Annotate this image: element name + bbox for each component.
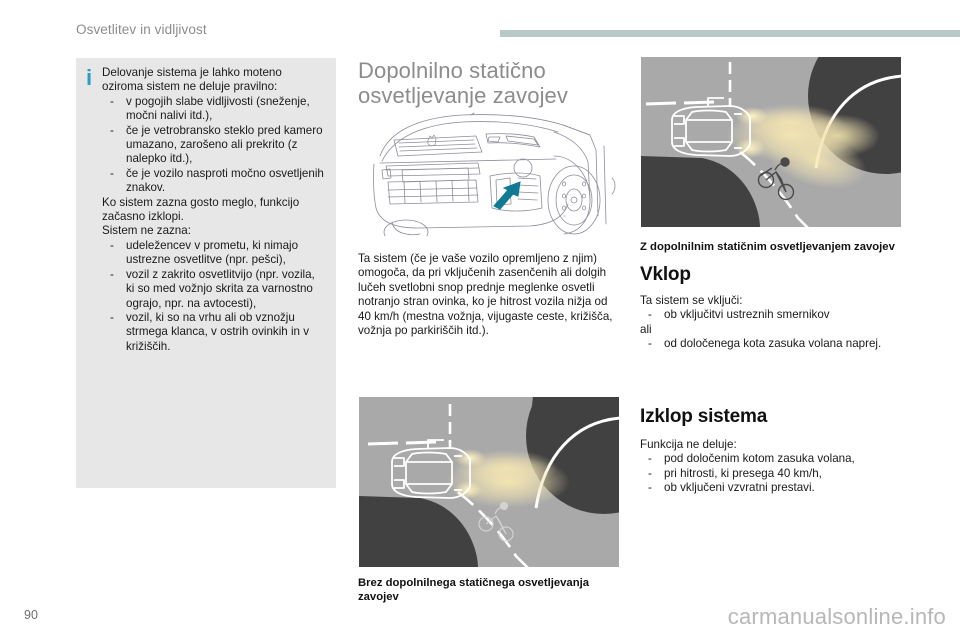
info-note: Ko sistem zazna gosto meglo, funkcijo za…: [102, 195, 300, 224]
info-box-text: Delovanje sistema je lahko moteno ozirom…: [102, 66, 324, 354]
info-callout-box: i Delovanje sistema je lahko moteno ozir…: [76, 58, 336, 488]
middle-figure-caption-wrap: Brez dopolnilnega statičnega osvetljevan…: [358, 576, 620, 604]
list-item: - če je vetrobransko steklo pred kamero …: [102, 124, 324, 167]
izklop-intro: Funkcija ne deluje:: [640, 438, 737, 451]
page-number: 90: [24, 608, 38, 622]
list-item: - vozil z zakrito osvetlitvijo (npr. voz…: [102, 268, 324, 311]
list-item-label: udeležencev v prometu, ki nimajo ustrezn…: [126, 238, 299, 267]
vklop-or: ali: [640, 322, 652, 336]
right-column: Z dopolnilnim statičnim osvetljevanjem z…: [640, 240, 904, 352]
night-junction-without-cornering-light: [358, 396, 620, 568]
list-item-label: pri hitrosti, ki presega 40 km/h,: [664, 466, 822, 480]
dash-marker: -: [648, 452, 652, 466]
list-item: - ob vključitvi ustreznih smernikov: [640, 308, 904, 322]
header-rule: [500, 30, 960, 37]
list-item: - vozil, ki so na vrhu ali ob vznožju st…: [102, 311, 324, 354]
heading-vklop: Vklop: [640, 264, 691, 285]
running-head: Osvetlitev in vidljivost: [76, 22, 207, 37]
list-item-label: od določenega kota zasuka volana naprej.: [664, 337, 882, 351]
vklop-bullets-2: - od določenega kota zasuka volana napre…: [640, 337, 904, 351]
night-junction-with-cornering-light: [640, 56, 902, 228]
section-title-line-2: osvetljevanje zavojev: [358, 83, 568, 108]
dash-marker: -: [648, 337, 652, 351]
list-item-label: če je vozilo nasproti močno osvetljenih …: [126, 166, 324, 195]
dash-marker: -: [110, 123, 114, 137]
izklop-bullets: - pod določenim kotom zasuka volana, - p…: [640, 452, 904, 495]
dash-marker: -: [110, 166, 114, 180]
site-watermark: carmanualsonline.info: [727, 604, 946, 629]
info-intro: Delovanje sistema je lahko moteno ozirom…: [102, 66, 282, 94]
dash-marker: -: [648, 466, 652, 480]
dash-marker: -: [110, 94, 114, 108]
list-item: - od določenega kota zasuka volana napre…: [640, 337, 904, 351]
heading-izklop-sistema: Izklop sistema: [640, 406, 768, 427]
vklop-bullets: - ob vključitvi ustreznih smernikov: [640, 308, 904, 322]
list-item: - udeležencev v prometu, ki nimajo ustre…: [102, 239, 324, 268]
list-item-label: ob vključitvi ustreznih smernikov: [664, 308, 830, 322]
front-bumper-fog-lamp-illustration: [358, 104, 620, 236]
list-item-label: pod določenim kotom zasuka volana,: [664, 452, 855, 466]
dash-marker: -: [110, 310, 114, 324]
middle-column: Dopolnilno statično osvetljevanje zavoje…: [358, 58, 620, 108]
info-intro-2: Sistem ne zazna:: [102, 224, 191, 238]
list-item-label: ob vključeni vzvratni prestavi.: [664, 481, 815, 495]
figure-caption-with: Z dopolnilnim statičnim osvetljevanjem z…: [640, 241, 895, 253]
list-item: - ob vključeni vzvratni prestavi.: [640, 481, 904, 495]
vklop-body: Ta sistem se vključi: - ob vključitvi us…: [640, 294, 904, 352]
dash-marker: -: [648, 481, 652, 495]
izklop-body: Funkcija ne deluje: - pod določenim koto…: [640, 438, 904, 496]
vklop-intro: Ta sistem se vključi:: [640, 294, 743, 307]
system-description: Ta sistem (če je vaše vozilo opremljeno …: [358, 252, 620, 338]
info-icon: i: [86, 65, 93, 90]
list-item: - v pogojih slabe vidljivosti (sneženje,…: [102, 95, 324, 124]
list-item-label: če je vetrobransko steklo pred kamero um…: [126, 123, 323, 166]
info-bullets-2: - udeležencev v prometu, ki nimajo ustre…: [102, 239, 324, 354]
right-column-izklop: Izklop sistema Funkcija ne deluje: - pod…: [640, 405, 904, 496]
dash-marker: -: [648, 308, 652, 322]
info-bullets-1: - v pogojih slabe vidljivosti (sneženje,…: [102, 95, 324, 196]
section-title: Dopolnilno statično osvetljevanje zavoje…: [358, 58, 620, 108]
dash-marker: -: [110, 238, 114, 252]
teal-arrow-annotation: [493, 181, 521, 210]
list-item: - če je vozilo nasproti močno osvetljeni…: [102, 167, 324, 196]
list-item: - pri hitrosti, ki presega 40 km/h,: [640, 467, 904, 481]
figure-caption-without: Brez dopolnilnega statičnega osvetljevan…: [358, 577, 590, 603]
section-title-line-1: Dopolnilno statično: [358, 58, 546, 83]
list-item-label: vozil, ki so na vrhu ali ob vznožju strm…: [126, 310, 309, 353]
system-description-text: Ta sistem (če je vaše vozilo opremljeno …: [358, 252, 613, 338]
middle-column-body: Ta sistem (če je vaše vozilo opremljeno …: [358, 252, 620, 338]
dash-marker: -: [110, 267, 114, 281]
list-item-label: v pogojih slabe vidljivosti (sneženje, m…: [126, 94, 310, 123]
list-item-label: vozil z zakrito osvetlitvijo (npr. vozil…: [126, 267, 315, 310]
list-item: - pod določenim kotom zasuka volana,: [640, 452, 904, 466]
